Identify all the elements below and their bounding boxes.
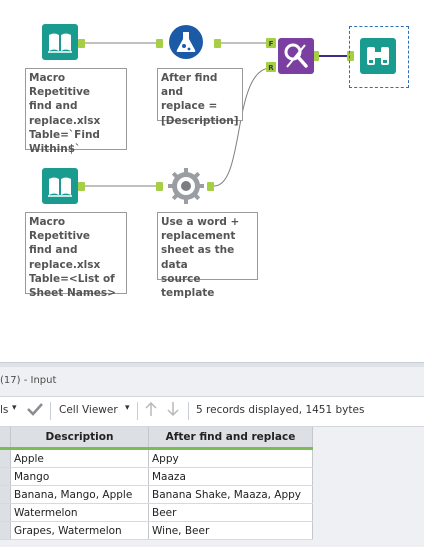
column-header-after-find-replace[interactable]: After find and replace — [148, 427, 313, 450]
annotation-input-1: Macro Repetitive find and replace.xlsx T… — [25, 68, 127, 155]
book-icon — [42, 168, 78, 204]
replace-anchor-label: R — [268, 64, 274, 72]
batch-macro-tool[interactable] — [168, 168, 204, 204]
cell-after-find-replace[interactable]: Wine, Beer — [148, 521, 313, 540]
table-row[interactable]: Grapes, Watermelon Wine, Beer — [0, 521, 313, 540]
arrow-down-icon[interactable] — [166, 401, 180, 420]
cell-description[interactable]: Apple — [10, 448, 149, 468]
replace-anchor — [266, 62, 276, 72]
row-number — [0, 485, 11, 504]
output-anchor — [207, 182, 214, 191]
cell-description[interactable]: Banana, Mango, Apple — [10, 485, 149, 504]
cell-viewer-dropdown[interactable]: Cell Viewer — [59, 404, 118, 416]
table-header-row: Description After find and replace — [0, 427, 313, 450]
book-icon — [42, 24, 78, 60]
browse-tool[interactable] — [360, 38, 396, 74]
binoculars-icon — [360, 38, 396, 74]
gear-icon — [168, 168, 204, 204]
annotation-input-2: Macro Repetitive find and replace.xlsx T… — [25, 212, 127, 299]
input-anchor — [156, 39, 163, 48]
input-tool-2[interactable] — [42, 168, 78, 204]
wire-macro-replace — [213, 67, 271, 187]
connection-lines: F R — [78, 38, 354, 191]
row-number-header — [0, 427, 11, 450]
toolbar-separator — [50, 402, 51, 420]
checkmark-icon[interactable] — [26, 400, 44, 421]
toolbar-separator — [188, 402, 189, 420]
cell-description[interactable]: Watermelon — [10, 503, 149, 522]
find-replace-icon — [278, 38, 314, 74]
annotation-batch-macro: Use a word + replacement sheet as the da… — [157, 212, 258, 299]
results-title: (17) - Input — [0, 375, 57, 386]
cell-after-find-replace[interactable]: Appy — [148, 448, 313, 468]
chevron-down-icon[interactable]: ▾ — [125, 403, 130, 413]
input-anchor — [347, 51, 354, 61]
table-row[interactable]: Apple Appy — [0, 448, 313, 468]
cell-description[interactable]: Mango — [10, 467, 149, 486]
arrow-up-icon[interactable] — [144, 401, 158, 420]
workflow-canvas[interactable]: F R — [0, 0, 424, 362]
cell-description[interactable]: Grapes, Watermelon — [10, 521, 149, 540]
cell-after-find-replace[interactable]: Banana Shake, Maaza, Appy — [148, 485, 313, 504]
table-row[interactable]: Banana, Mango, Apple Banana Shake, Maaza… — [0, 485, 313, 504]
find-anchor — [266, 38, 276, 48]
toolbar-separator — [137, 402, 138, 420]
table-row[interactable]: Watermelon Beer — [0, 503, 313, 522]
row-number — [0, 503, 11, 522]
formula-tool[interactable] — [168, 24, 204, 60]
results-grid-area: Description After find and replace Apple… — [0, 427, 424, 547]
find-anchor-label: F — [269, 40, 274, 48]
output-anchor — [214, 39, 221, 48]
cell-after-find-replace[interactable]: Maaza — [148, 467, 313, 486]
output-anchor — [78, 39, 85, 48]
results-toolbar: ls ▾ Cell Viewer ▾ 5 records displayed, … — [0, 397, 424, 427]
input-anchor — [156, 182, 163, 191]
results-window-header: (17) - Input — [0, 367, 424, 397]
output-anchor — [78, 182, 85, 191]
table-row[interactable]: Mango Maaza — [0, 467, 313, 486]
row-number — [0, 448, 11, 468]
results-table: Description After find and replace Apple… — [0, 427, 313, 540]
row-number — [0, 521, 11, 540]
selection-box — [349, 26, 409, 88]
chevron-down-icon[interactable]: ▾ — [12, 403, 17, 413]
cell-after-find-replace[interactable]: Beer — [148, 503, 313, 522]
row-number — [0, 467, 11, 486]
fields-dropdown-label[interactable]: ls — [0, 404, 9, 416]
column-header-description[interactable]: Description — [10, 427, 149, 450]
annotation-formula: After find and replace = [Description] — [157, 68, 243, 127]
flask-icon — [169, 25, 203, 59]
find-replace-tool[interactable] — [278, 38, 314, 74]
input-tool-1[interactable] — [42, 24, 78, 60]
pane-splitter[interactable] — [0, 362, 424, 367]
records-status: 5 records displayed, 1451 bytes — [196, 404, 365, 416]
